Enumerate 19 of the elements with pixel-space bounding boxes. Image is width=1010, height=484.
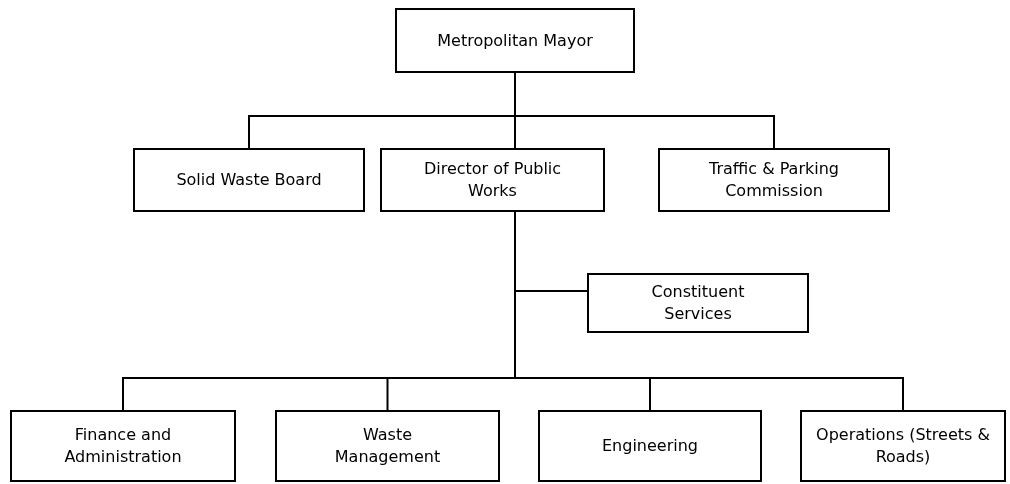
- box-label: Engineering: [602, 435, 698, 457]
- org-box: [275, 410, 500, 482]
- org-box: [658, 148, 890, 212]
- box-label: Director of Public Works: [422, 158, 563, 202]
- box-label: Waste Management: [333, 424, 442, 468]
- box-label: Finance and Administration: [63, 424, 183, 468]
- box-label: Traffic & Parking Commission: [707, 158, 840, 202]
- org-box: [587, 273, 809, 333]
- org-box: [133, 148, 365, 212]
- org-box: [10, 410, 236, 482]
- box-label: Constituent Services: [650, 281, 746, 325]
- box-label: Operations (Streets & Roads): [815, 424, 991, 468]
- org-box: [800, 410, 1006, 482]
- box-label: Metropolitan Mayor: [437, 29, 593, 52]
- org-box: [538, 410, 762, 482]
- org-box: [395, 8, 635, 73]
- box-label: Solid Waste Board: [176, 169, 322, 191]
- connector-line: [514, 72, 775, 149]
- org-box: [380, 148, 605, 212]
